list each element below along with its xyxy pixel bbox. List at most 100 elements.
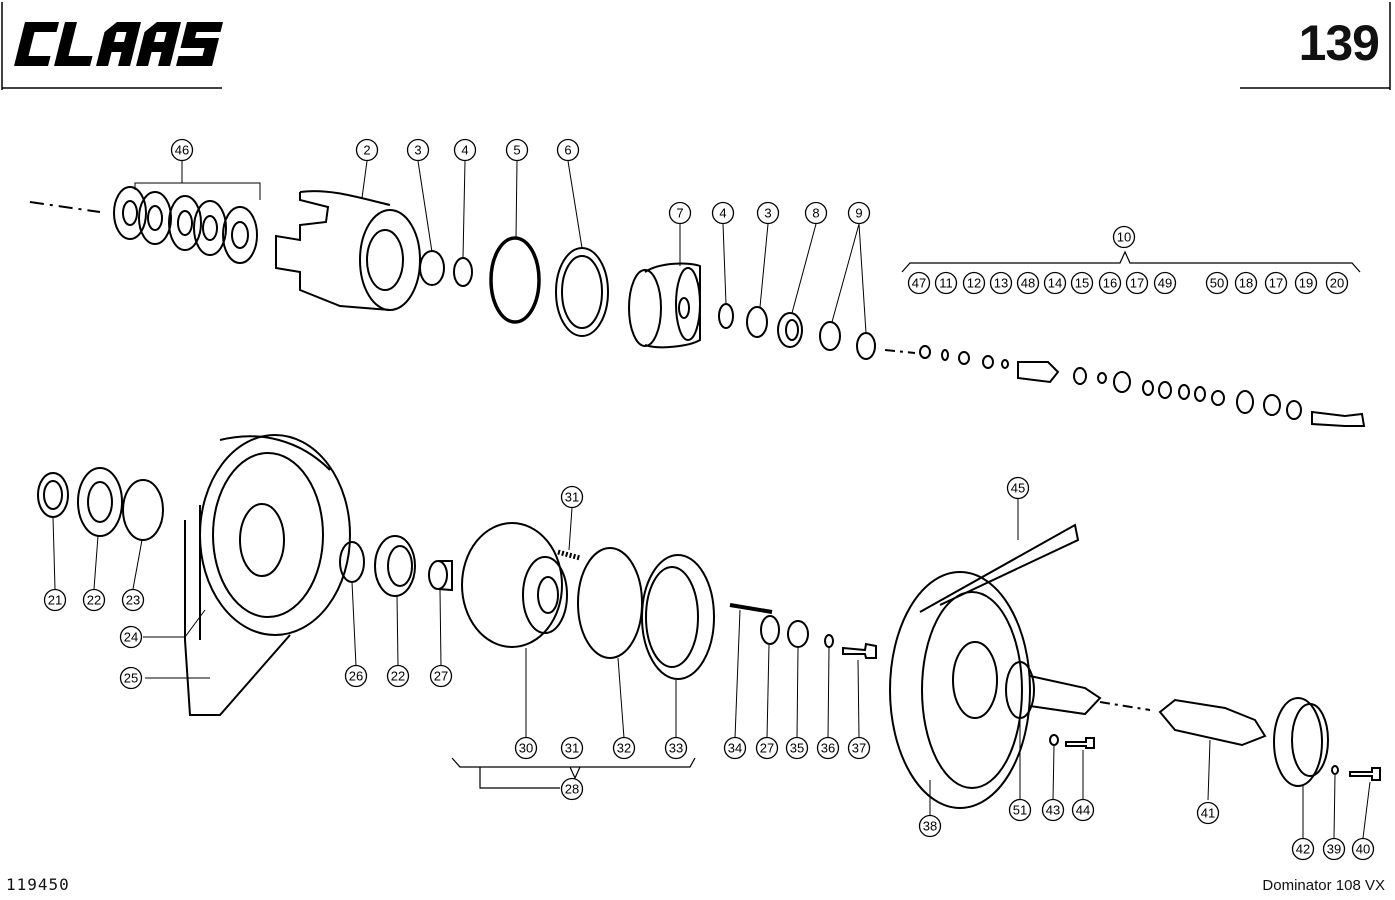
callout-25: 25	[119, 666, 143, 690]
callout-circle	[1008, 798, 1032, 822]
callout-21: 21	[43, 588, 67, 612]
callout-49: 49	[1153, 271, 1177, 295]
callout-circle	[119, 625, 143, 649]
callout-circle	[406, 138, 430, 162]
page-number: 139	[1298, 15, 1380, 71]
callout-circle	[804, 201, 828, 225]
callout-number: 44	[1076, 803, 1090, 818]
bolt-20	[1311, 410, 1366, 427]
callout-48: 48	[1016, 271, 1040, 295]
callout-13: 13	[989, 271, 1013, 295]
bracket-28	[451, 757, 696, 768]
shaft-41	[1158, 698, 1267, 747]
callout-39: 39	[1322, 837, 1346, 861]
callout-46: 46	[170, 138, 194, 162]
callout-circle	[386, 664, 410, 688]
callout-4: 4	[711, 201, 735, 225]
callout-number: 2	[363, 143, 370, 158]
callout-circle	[1196, 801, 1220, 825]
bracket-10	[901, 250, 1361, 273]
callout-15: 15	[1070, 271, 1094, 295]
callout-number: 36	[821, 741, 835, 756]
callout-40: 40	[1351, 837, 1375, 861]
callout-51: 51	[1008, 798, 1032, 822]
callout-circle	[918, 814, 942, 838]
callout-circle	[429, 664, 453, 688]
callout-26: 26	[344, 664, 368, 688]
callout-number: 38	[923, 819, 937, 834]
callout-number: 27	[760, 741, 774, 756]
callout-circle	[344, 664, 368, 688]
callout-number: 17	[1269, 276, 1283, 291]
callout-circle	[1043, 271, 1067, 295]
callout-number: 17	[1130, 276, 1144, 291]
callout-circle	[1041, 798, 1065, 822]
callout-circle	[560, 777, 584, 801]
model-name: Dominator 108 VX	[1262, 877, 1385, 894]
callout-50: 50	[1205, 271, 1229, 295]
callout-7: 7	[668, 201, 692, 225]
callout-circle	[816, 736, 840, 760]
belt-25	[184, 520, 291, 716]
callout-number: 28	[565, 782, 579, 797]
callout-number: 26	[349, 669, 363, 684]
callout-number: 23	[126, 593, 140, 608]
callout-circle	[1153, 271, 1177, 295]
callout-number: 27	[434, 669, 448, 684]
callout-42: 42	[1291, 837, 1315, 861]
callout-number: 47	[912, 276, 926, 291]
callout-number: 15	[1075, 276, 1089, 291]
oring-5	[489, 236, 541, 324]
callout-circle	[962, 271, 986, 295]
callout-circle	[847, 201, 871, 225]
callout-circle	[1070, 271, 1094, 295]
callout-number: 22	[87, 593, 101, 608]
callout-circle	[1125, 271, 1149, 295]
shaft-14	[1017, 361, 1060, 384]
callout-number: 19	[1299, 276, 1313, 291]
leader-lines	[52, 160, 1371, 839]
callout-circle	[1098, 271, 1122, 295]
callout-number: 13	[994, 276, 1008, 291]
callout-circle	[1351, 837, 1375, 861]
callout-circle	[1205, 271, 1229, 295]
callout-number: 43	[1046, 803, 1060, 818]
callout-number: 5	[513, 143, 520, 158]
frame-lines	[1, 2, 1391, 90]
callout-circle	[514, 736, 538, 760]
callout-number: 21	[48, 593, 62, 608]
callout-circle	[907, 271, 931, 295]
callout-30: 30	[514, 736, 538, 760]
callout-circle	[1291, 837, 1315, 861]
bottom-row-parts	[37, 434, 1381, 809]
callout-47: 47	[907, 271, 931, 295]
callout-45: 45	[1006, 476, 1030, 500]
callout-number: 46	[175, 143, 189, 158]
callout-6: 6	[556, 138, 580, 162]
callout-number: 37	[852, 741, 866, 756]
callout-number: 10	[1117, 230, 1131, 245]
callout-number: 7	[676, 206, 683, 221]
callout-circle	[1071, 798, 1095, 822]
callout-20: 20	[1325, 271, 1349, 295]
callout-number: 45	[1011, 481, 1025, 496]
callout-circle	[556, 138, 580, 162]
callout-circle	[934, 271, 958, 295]
callout-33: 33	[664, 736, 688, 760]
callout-number: 35	[790, 741, 804, 756]
pulley-38	[889, 571, 1031, 809]
callout-circle	[756, 201, 780, 225]
belt-45	[919, 523, 1080, 613]
callout-2: 2	[355, 138, 379, 162]
callout-31: 31	[560, 736, 584, 760]
callout-number: 25	[124, 671, 138, 686]
callout-circle	[1112, 225, 1136, 249]
callout-number: 51	[1013, 803, 1027, 818]
callout-number: 20	[1330, 276, 1344, 291]
callout-38: 38	[918, 814, 942, 838]
callout-circle	[847, 736, 871, 760]
callout-12: 12	[962, 271, 986, 295]
drawing-code: 119450	[6, 875, 70, 894]
callout-9: 9	[847, 201, 871, 225]
